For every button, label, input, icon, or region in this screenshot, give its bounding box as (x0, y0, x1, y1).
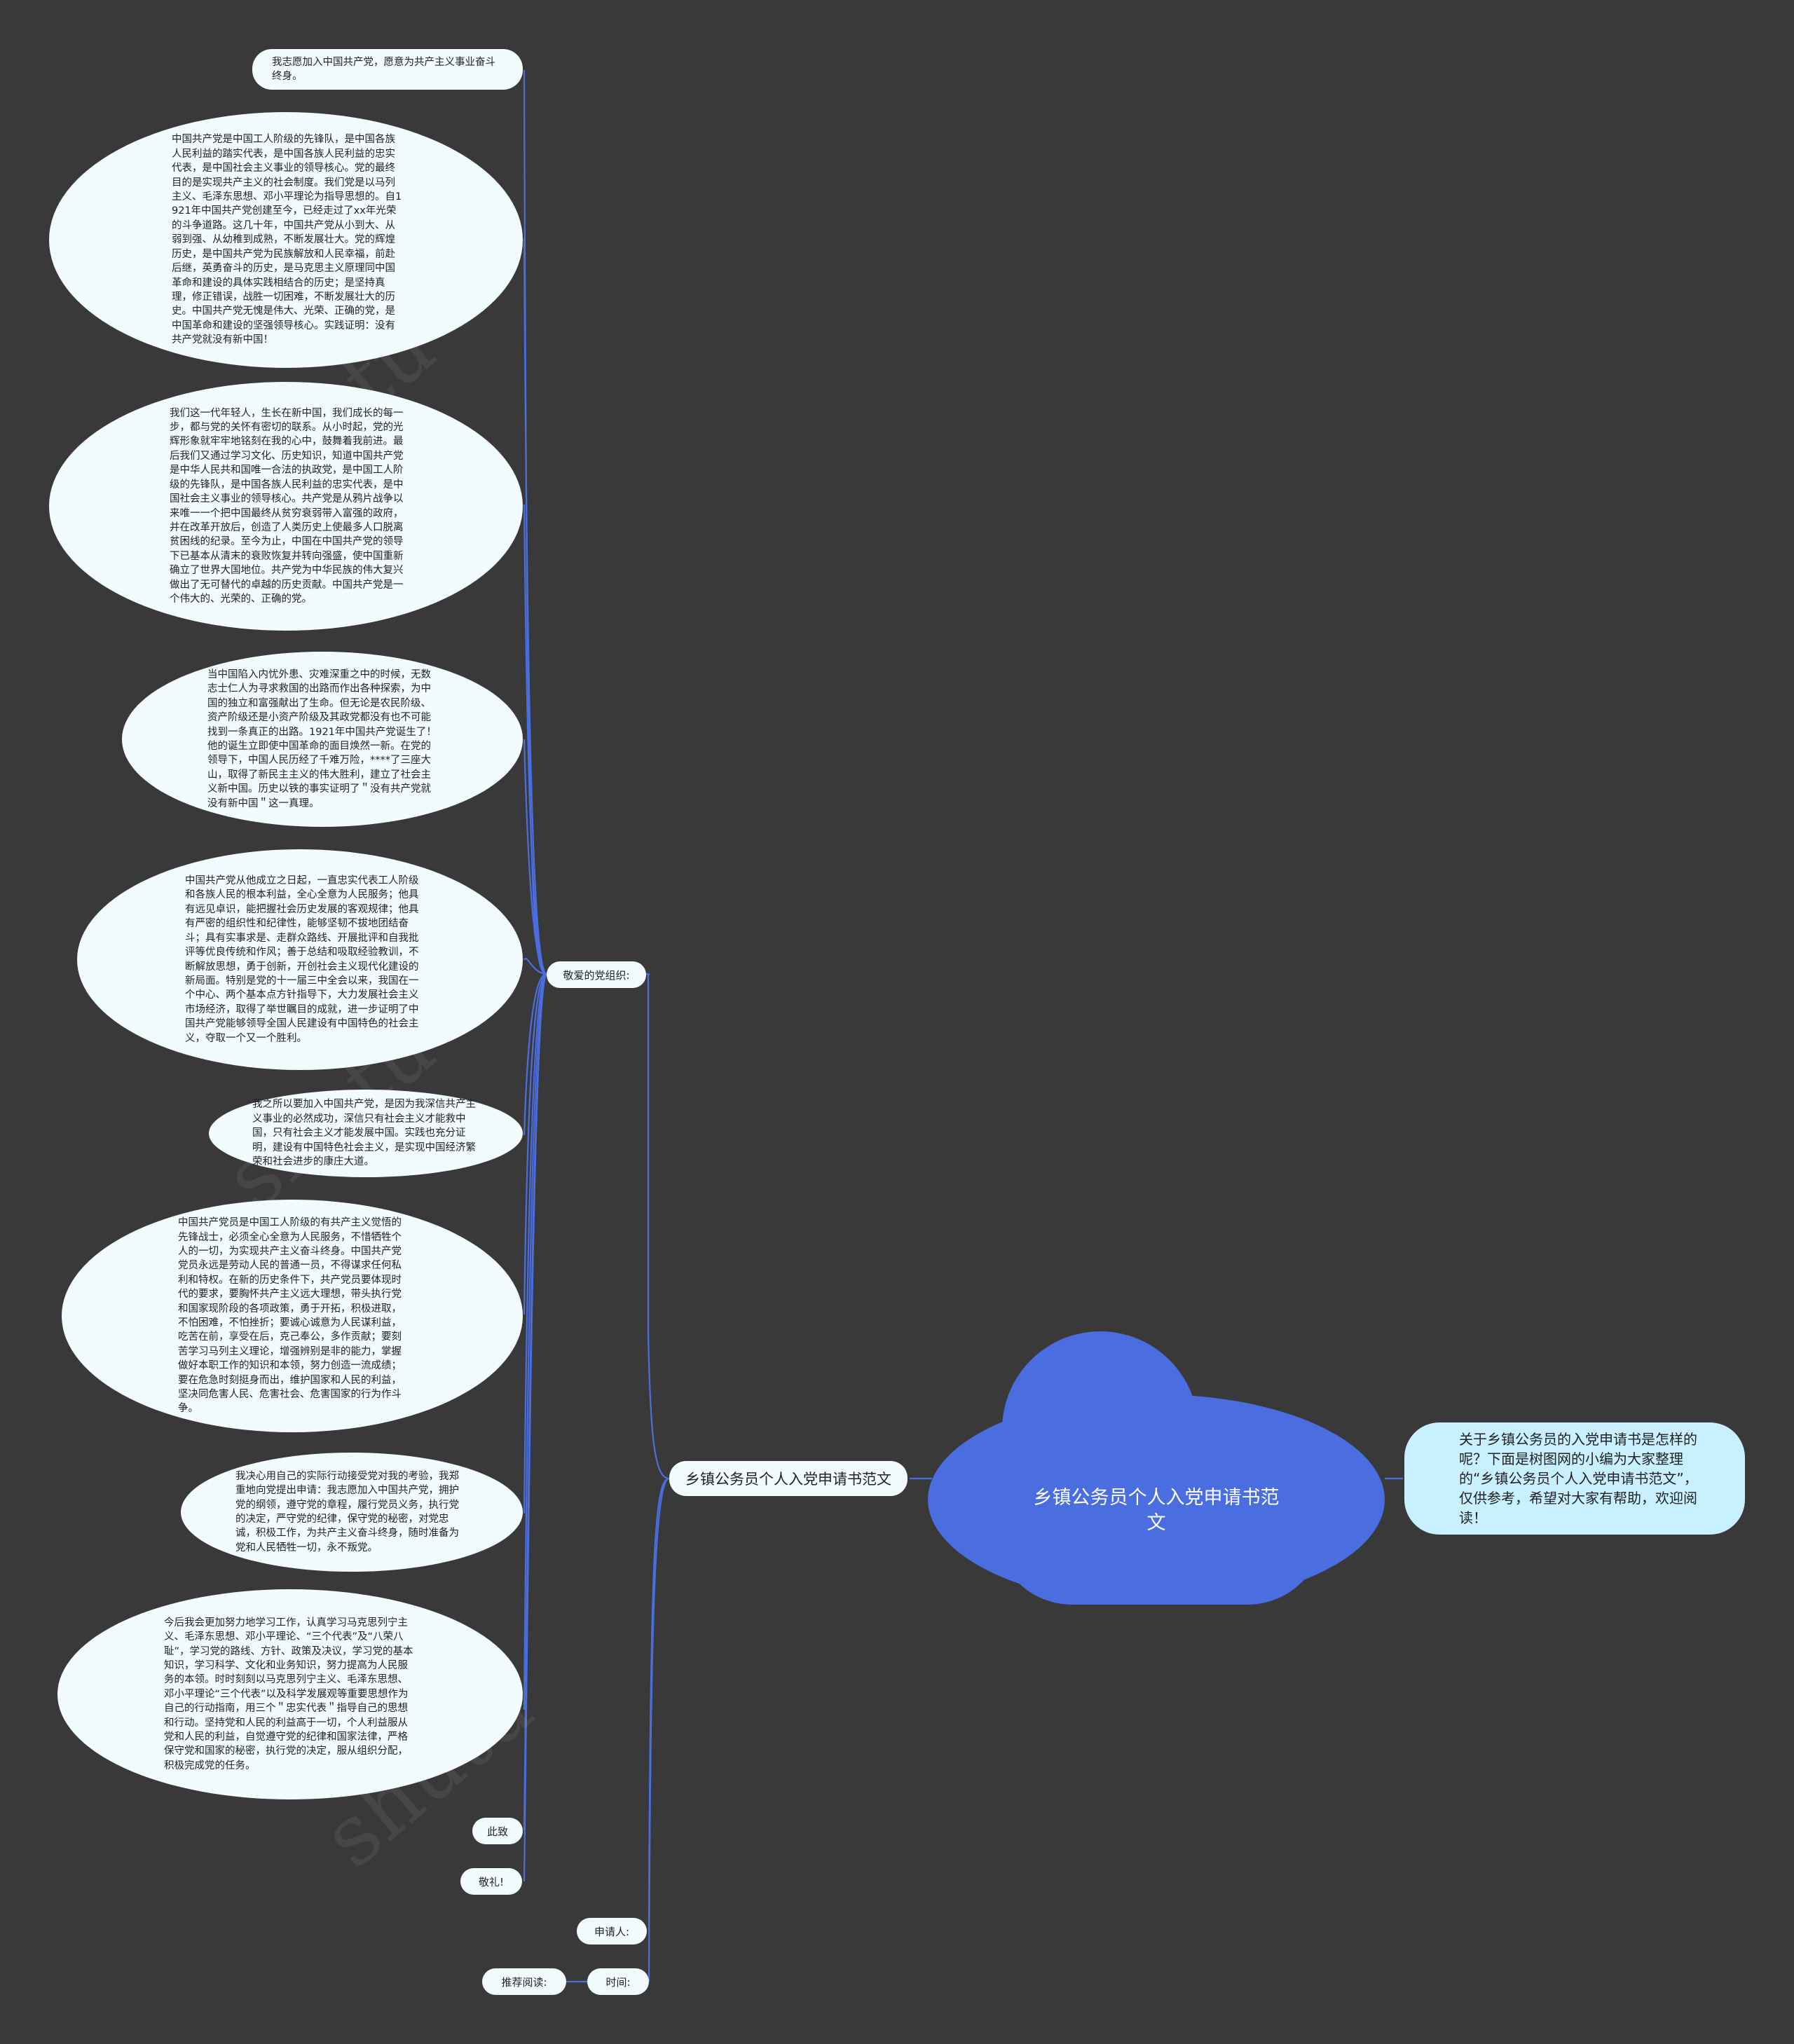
edge-p7 (523, 973, 547, 1514)
jing-li-node[interactable]: 敬礼! (460, 1868, 522, 1895)
paragraph-node[interactable]: 当中国陷入内忧外患、灾难深重之中的时候，无数志士仁人为寻求救国的出路而作出各种探… (122, 652, 523, 827)
description-node[interactable]: 关于乡镇公务员的入党申请书是怎样的呢？下面是树图网的小编为大家整理的“乡镇公务员… (1404, 1422, 1745, 1535)
paragraph-text: 中国共产党员是中国工人阶级的有共产主义觉悟的先锋战士，必须全心全意为人民服务，不… (178, 1217, 402, 1415)
greeting-node[interactable]: 敬爱的党组织: (547, 961, 646, 988)
root-title[interactable]: 乡镇公务员个人入党申请书范文 (1033, 1487, 1280, 1534)
description-text: 关于乡镇公务员的入党申请书是怎样的呢？下面是树图网的小编为大家整理的“乡镇公务员… (1459, 1431, 1698, 1526)
edge-p2 (523, 504, 547, 975)
edge-branch-greeting (645, 973, 670, 1480)
root-cloud-icon[interactable] (928, 1331, 1385, 1605)
ci-zhi-label: 此致 (486, 1825, 508, 1838)
paragraph-node[interactable]: 我之所以要加入中国共产党，是因为我深信共产主义事业的必然成功，深信只有社会主义才… (209, 1090, 523, 1177)
time-node[interactable]: 时间: (587, 1968, 649, 1995)
recommend-label: 推荐阅读: (501, 1975, 547, 1989)
edge-p6 (523, 973, 547, 1315)
edge-jing-li (523, 973, 548, 1882)
paragraph-text: 我决心用自己的实际行动接受党对我的考验，我郑重地向党提出申请：我志愿加入中国共产… (235, 1470, 459, 1553)
ci-zhi-node[interactable]: 此致 (472, 1818, 523, 1844)
edge-lines (523, 69, 1403, 1983)
paragraph-text: 我之所以要加入中国共产党，是因为我深信共产主义事业的必然成功，深信只有社会主义才… (252, 1099, 476, 1168)
branch-label: 乡镇公务员个人入党申请书范文 (685, 1471, 891, 1488)
edge-p4 (523, 957, 547, 975)
edge-p8 (523, 973, 548, 1710)
paragraph-node[interactable]: 我们这一代年轻人，生长在新中国，我们成长的每一步，都与党的关怀有密切的联系。从小… (49, 382, 523, 631)
branch-node[interactable]: 乡镇公务员个人入党申请书范文 (669, 1461, 908, 1496)
greeting-label: 敬爱的党组织: (563, 968, 630, 982)
paragraph-text: 我志愿加入中国共产党，愿意为共产主义事业奋斗终身。 (272, 56, 495, 82)
jing-li-label: 敬礼! (478, 1875, 504, 1888)
edge-p5 (523, 973, 547, 1136)
paragraph-node[interactable]: 我决心用自己的实际行动接受党对我的考验，我郑重地向党提出申请：我志愿加入中国共产… (181, 1453, 523, 1572)
paragraph-text: 当中国陷入内忧外患、灾难深重之中的时候，无数志士仁人为寻求救国的出路而作出各种探… (207, 668, 437, 809)
paragraph-text: 我们这一代年轻人，生长在新中国，我们成长的每一步，都与党的关怀有密切的联系。从小… (170, 407, 404, 605)
paragraph-text: 中国共产党从他成立之日起，一直忠实代表工人阶级和各族人民的根本利益，全心全意为人… (185, 875, 419, 1044)
paragraph-node[interactable]: 中国共产党从他成立之日起，一直忠实代表工人阶级和各族人民的根本利益，全心全意为人… (77, 849, 523, 1070)
paragraph-node[interactable]: 今后我会更加努力地学习工作，认真学习马克思列宁主义、毛泽东思想、邓小平理论、“三… (57, 1589, 523, 1799)
applicant-node[interactable]: 申请人: (577, 1918, 647, 1944)
paragraph-node[interactable]: 中国共产党是中国工人阶级的先锋队，是中国各族人民利益的踏实代表，是中国各族人民利… (49, 112, 523, 368)
edge-branch-time (648, 1477, 670, 1982)
edge-p1 (523, 238, 547, 975)
applicant-label: 申请人: (594, 1925, 630, 1938)
recommend-node[interactable]: 推荐阅读: (482, 1968, 566, 1995)
paragraph-text: 今后我会更加努力地学习工作，认真学习马克思列宁主义、毛泽东思想、邓小平理论、“三… (164, 1617, 413, 1771)
paragraph-text: 中国共产党是中国工人阶级的先锋队，是中国各族人民利益的踏实代表，是中国各族人民利… (172, 134, 402, 346)
paragraph-node[interactable]: 中国共产党员是中国工人阶级的有共产主义觉悟的先锋战士，必须全心全意为人民服务，不… (62, 1200, 523, 1432)
time-label: 时间: (605, 1975, 631, 1989)
edge-p3 (523, 739, 547, 975)
paragraph-node[interactable]: 我志愿加入中国共产党，愿意为共产主义事业奋斗终身。 (252, 49, 523, 90)
